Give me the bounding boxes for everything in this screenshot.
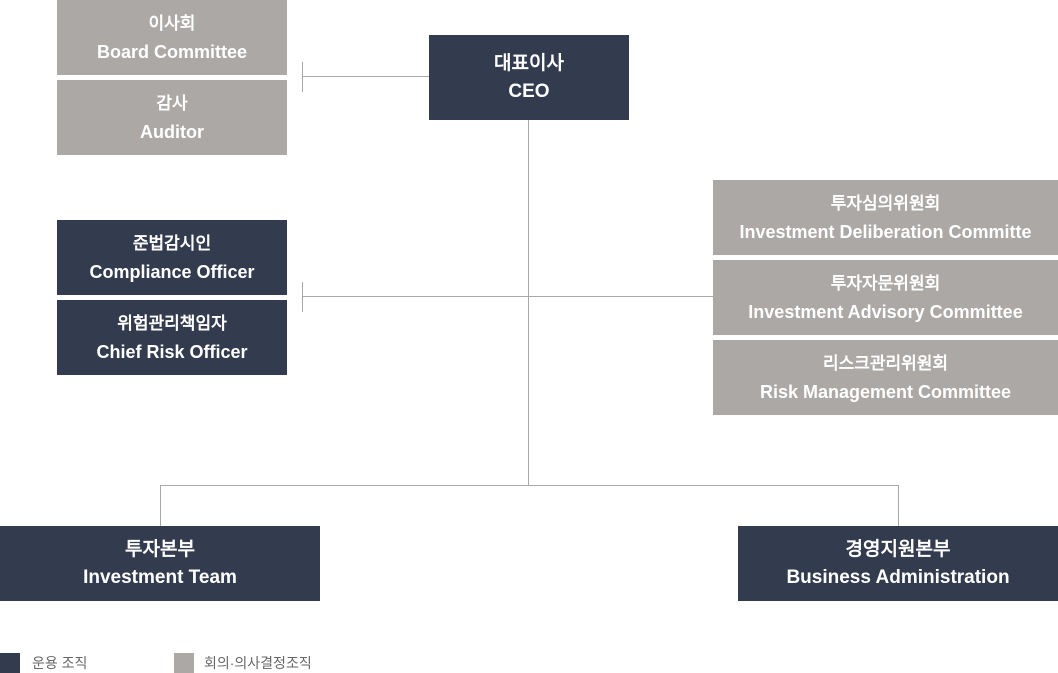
investment-advisory-en: Investment Advisory Committee <box>748 301 1023 322</box>
ceo-vertical-line <box>528 120 529 486</box>
risk-management-ko: 리스크관리위원회 <box>822 353 949 373</box>
investment-advisory-committee-box: 투자자문위원회 Investment Advisory Committee <box>713 260 1058 335</box>
compliance-officer-box: 준법감시인 Compliance Officer <box>57 220 287 295</box>
investment-team-en: Investment Team <box>83 566 237 588</box>
investment-deliberation-ko: 투자심의위원회 <box>830 193 941 213</box>
board-committee-en: Board Committee <box>96 41 248 62</box>
ceo-ko: 대표이사 <box>494 52 564 74</box>
auditor-box: 감사 Auditor <box>57 80 287 155</box>
auditor-ko: 감사 <box>156 93 188 113</box>
legend-operating-swatch <box>0 653 20 673</box>
auditor-en: Auditor <box>140 121 204 142</box>
bottom-horizontal-line <box>160 485 899 486</box>
risk-management-en: Risk Management Committee <box>759 381 1012 402</box>
compliance-officer-ko: 준법감시인 <box>132 233 212 253</box>
middle-connector-tick <box>302 282 303 312</box>
ceo-en: CEO <box>508 80 550 102</box>
investment-advisory-ko: 투자자문위원회 <box>830 273 941 293</box>
investment-team-ko: 투자본부 <box>125 538 195 560</box>
ceo-box: 대표이사 CEO <box>429 35 629 120</box>
legend-decision-label: 회의·의사결정조직 <box>204 655 312 671</box>
board-committee-ko: 이사회 <box>148 13 196 33</box>
investment-team-drop-line <box>160 485 161 526</box>
investment-deliberation-committee-box: 투자심의위원회 Investment Deliberation Committe <box>713 180 1058 255</box>
compliance-officer-en: Compliance Officer <box>89 261 255 282</box>
chief-risk-officer-box: 위험관리책임자 Chief Risk Officer <box>57 300 287 375</box>
business-administration-ko: 경영지원본부 <box>845 538 951 560</box>
board-connector-tick <box>302 62 303 92</box>
investment-team-box: 투자본부 Investment Team <box>0 526 320 601</box>
business-administration-en: Business Administration <box>786 566 1010 588</box>
business-admin-drop-line <box>898 485 899 526</box>
risk-management-committee-box: 리스크관리위원회 Risk Management Committee <box>713 340 1058 415</box>
legend-operating-label: 운용 조직 <box>32 655 88 671</box>
middle-horizontal-line <box>302 296 713 297</box>
board-committee-box: 이사회 Board Committee <box>57 0 287 75</box>
investment-deliberation-en: Investment Deliberation Committe <box>739 221 1032 242</box>
chief-risk-officer-en: Chief Risk Officer <box>96 341 248 362</box>
business-administration-box: 경영지원본부 Business Administration <box>738 526 1058 601</box>
board-connector-line <box>302 76 429 77</box>
chief-risk-officer-ko: 위험관리책임자 <box>117 313 227 333</box>
legend-decision-swatch <box>174 653 194 673</box>
